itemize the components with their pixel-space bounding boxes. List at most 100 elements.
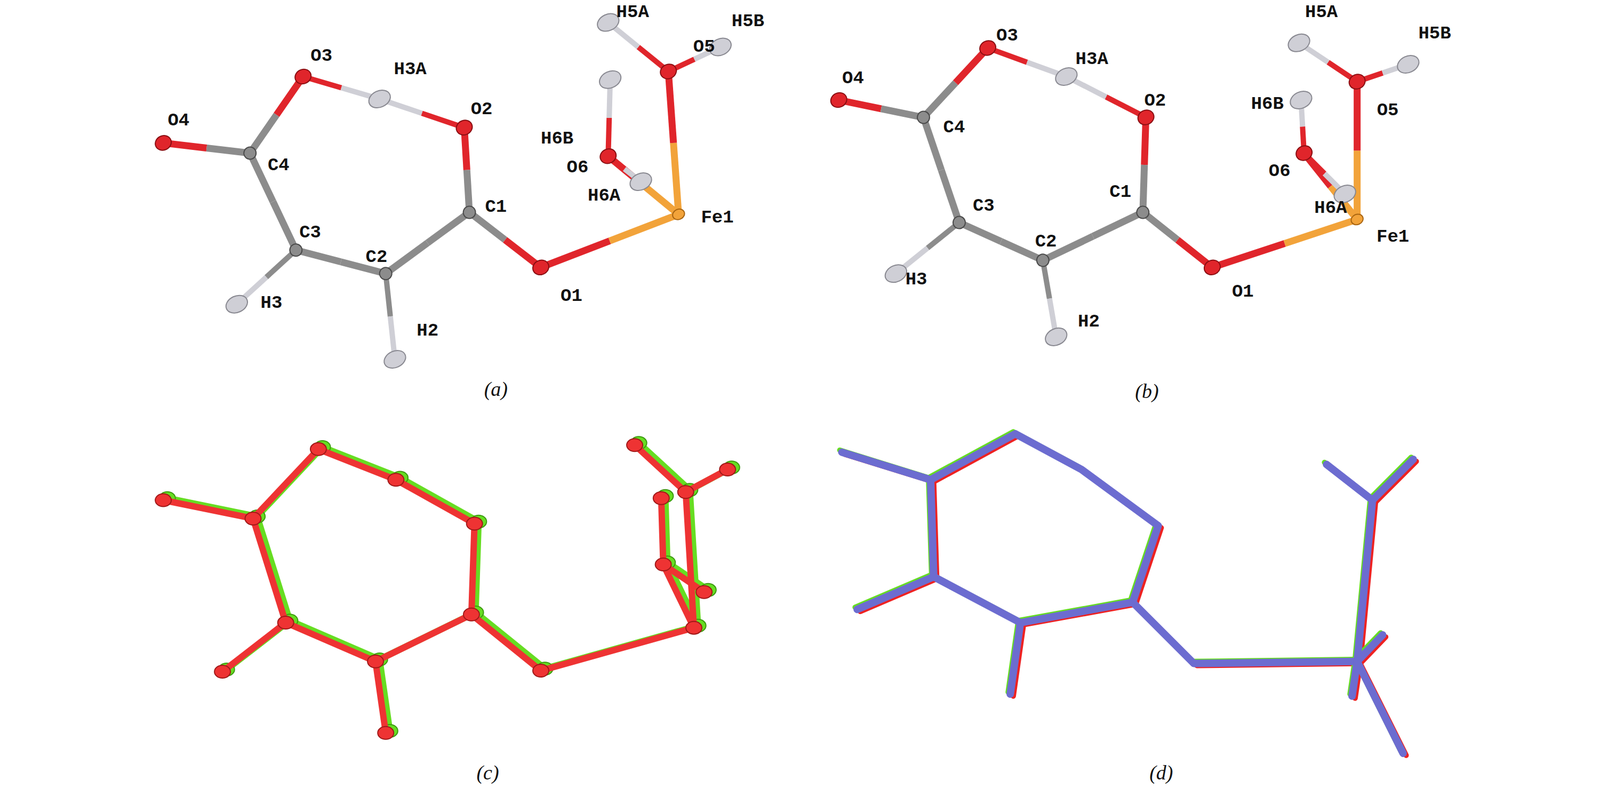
sticks-green [840, 431, 1412, 751]
atom-ellipsoid [828, 90, 850, 110]
atom-ellipsoid [381, 347, 409, 372]
stick-bond [1326, 464, 1373, 662]
atom-label: Fe1 [1376, 227, 1410, 246]
bond [163, 500, 253, 519]
atom-ellipsoid [155, 493, 172, 507]
bond [250, 114, 277, 154]
atom-ellipsoid [1349, 212, 1365, 227]
atom-label: C2 [365, 248, 388, 267]
atom-ellipsoid [1042, 324, 1070, 350]
bond [661, 498, 664, 565]
atom-label: H6B [1251, 94, 1284, 114]
stick-bond [1357, 634, 1383, 662]
bond [222, 622, 286, 672]
atom-ellipsoid [288, 241, 305, 259]
overlay-green [159, 436, 740, 738]
stick-bond [857, 576, 934, 610]
atom-ellipsoid [244, 512, 261, 525]
atom-label: H5A [616, 3, 650, 22]
bond [375, 661, 386, 733]
bond [285, 622, 376, 662]
atom-ellipsoid [214, 665, 231, 678]
atom-label: O1 [560, 286, 583, 306]
atom-label: Fe1 [700, 208, 734, 227]
bond [638, 442, 691, 490]
bond [471, 523, 475, 615]
bond [540, 627, 694, 671]
bond [673, 142, 679, 215]
atom-ellipsoid [367, 654, 384, 668]
atom-ellipsoid [950, 214, 968, 231]
atom-ellipsoid [222, 291, 251, 317]
atom-label: C1 [1109, 182, 1132, 202]
atom-ellipsoid [653, 491, 670, 505]
atom-ellipsoid [153, 132, 174, 153]
sticks-blue [841, 433, 1413, 754]
bond [395, 479, 475, 524]
atom-ellipsoid [1135, 107, 1157, 127]
atom-ellipsoid [1285, 30, 1313, 56]
atom-ellipsoid [596, 67, 624, 92]
atom-ellipsoid [466, 517, 483, 531]
stick-bond [1132, 602, 1358, 664]
atom-label: C2 [1035, 232, 1058, 251]
atom-label: H6A [1314, 198, 1347, 218]
atom-label: C3 [299, 223, 322, 242]
atom-label: H2 [1077, 312, 1100, 331]
atom-ellipsoid [1034, 252, 1052, 269]
atom-label: O1 [1232, 282, 1254, 301]
bond [923, 82, 956, 118]
atom-label: H6B [540, 129, 574, 148]
atom-ellipsoid [532, 664, 549, 677]
bond [923, 117, 942, 171]
bond [1212, 243, 1285, 268]
atom-ellipsoid [461, 204, 478, 221]
atom-label: C3 [972, 196, 995, 215]
bond [958, 222, 1001, 242]
bond [469, 212, 506, 240]
atom-ellipsoid [677, 485, 694, 499]
atom-ellipsoid [1346, 71, 1368, 92]
bond [643, 185, 679, 215]
panel-label: (c) [476, 762, 499, 783]
atom-ellipsoid [1293, 142, 1315, 163]
atom-label: O4 [842, 69, 864, 88]
atom-ellipsoid [463, 608, 480, 621]
bond [941, 170, 959, 223]
bond [1142, 164, 1145, 213]
bond [634, 444, 686, 492]
bond [668, 71, 674, 143]
atom-ellipsoid [915, 109, 932, 126]
bond [609, 214, 679, 242]
bond [257, 516, 290, 621]
stick-bond [840, 431, 1157, 621]
bond [475, 612, 546, 669]
atom-label: O2 [470, 100, 493, 119]
atom-ellipsoid [627, 169, 655, 195]
bond [1353, 150, 1361, 220]
atom-ellipsoid [453, 117, 475, 138]
atom-ellipsoid [377, 726, 394, 740]
atom-label: O6 [566, 158, 589, 177]
bond [1284, 219, 1358, 244]
atom-label: C4 [942, 118, 965, 137]
atom-ellipsoid [365, 86, 394, 112]
atom-label: O5 [693, 37, 716, 56]
bond [273, 201, 296, 251]
atom-label: H3A [394, 60, 427, 79]
atom-label: O4 [167, 111, 190, 130]
atom-ellipsoid [696, 585, 712, 599]
bond [1353, 81, 1361, 151]
bond [375, 614, 472, 662]
atom-label: H6A [587, 186, 621, 205]
atom-label: O5 [1377, 101, 1399, 120]
atom-ellipsoid [292, 66, 314, 87]
atom-ellipsoid [387, 473, 404, 486]
atom-ellipsoid [377, 265, 395, 282]
atom-ellipsoid [241, 145, 259, 162]
atom-ellipsoid [626, 438, 643, 452]
overlay-red [155, 438, 736, 740]
bond [385, 242, 428, 274]
bond [296, 250, 341, 262]
bond [289, 620, 380, 660]
